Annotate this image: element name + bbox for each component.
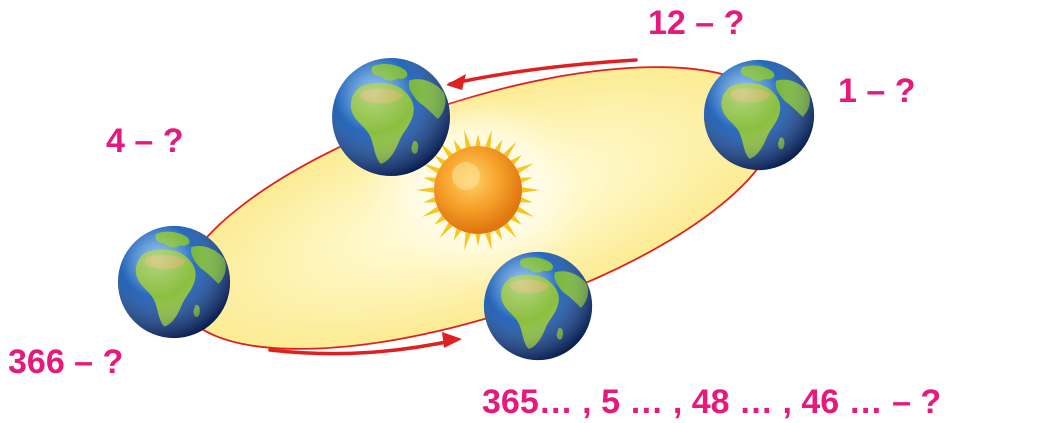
label-12-months: 12 – ? (648, 4, 745, 42)
earth-globe-icon-top (332, 58, 450, 176)
earth-globe-icon-left (117, 225, 231, 339)
orbit-arrow-bottom-head (442, 332, 462, 348)
label-4-seasons: 4 – ? (106, 122, 184, 160)
orbit-arrow-top-head (446, 74, 466, 90)
earth-globe-icon-right (703, 59, 815, 171)
label-1-year: 1 – ? (838, 72, 916, 110)
sun-icon (416, 129, 540, 251)
label-366-days: 366 – ? (8, 343, 124, 381)
orbit-arrow-top (448, 58, 638, 86)
earth-globe-icon-bottom (483, 251, 593, 361)
orbit-arrow-bottom (268, 338, 458, 356)
label-year-duration: 365… , 5 … , 48 … , 46 … – ? (482, 383, 942, 421)
